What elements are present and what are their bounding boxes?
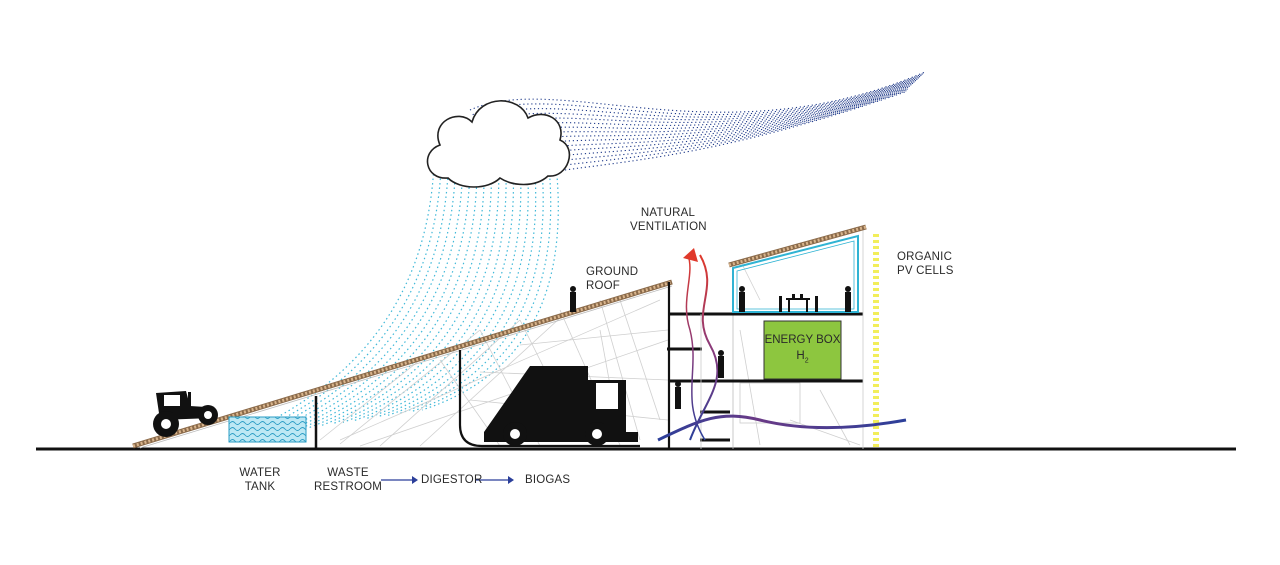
- truck-icon: [484, 366, 638, 446]
- wind-streak: [475, 74, 923, 120]
- rain-streak: [286, 164, 471, 432]
- rain-streak: [320, 164, 493, 427]
- rain-streak: [308, 164, 485, 429]
- ventilation-flow: [657, 248, 907, 442]
- truss-member: [519, 329, 669, 346]
- wind-streak: [493, 83, 914, 153]
- process-arrows: [381, 476, 514, 484]
- water-tank-label: WATER TANK: [239, 467, 281, 493]
- waste-restroom-label: WASTE RESTROOM: [314, 467, 383, 493]
- rain-streak: [297, 164, 478, 430]
- rain-streak: [229, 164, 435, 441]
- water-tank: [228, 396, 318, 449]
- person-pavilion-left: [739, 286, 745, 312]
- wind-streak: [501, 87, 910, 167]
- digestor-label: DIGESTOR: [421, 474, 483, 486]
- wind-streak: [504, 88, 908, 172]
- glass-pavilion: [732, 234, 859, 313]
- truss-member: [379, 319, 521, 447]
- truss-member: [339, 299, 661, 441]
- energy-box: [763, 320, 842, 380]
- person-lower-floor: [675, 381, 681, 409]
- person-pavilion-right: [845, 286, 851, 312]
- truss-member: [739, 259, 761, 301]
- truss-member: [819, 389, 851, 446]
- rain-streak: [274, 164, 464, 434]
- dining-table-icon: [779, 294, 818, 312]
- rain-streak: [252, 164, 449, 438]
- person-middle-floor: [718, 350, 724, 378]
- rain-streak: [342, 164, 507, 423]
- tractor-icon: [153, 391, 218, 437]
- people-figures: [570, 286, 851, 409]
- energy-box-label: ENERGY BOX H2: [764, 334, 841, 365]
- ground-roof-label: GROUND ROOF: [586, 266, 639, 292]
- natural-ventilation-label: NATURAL VENTILATION: [630, 207, 707, 233]
- truss-member: [619, 299, 661, 421]
- person-on-roof: [570, 286, 576, 312]
- arrow-to-biogas-icon: [476, 476, 514, 484]
- rain-streak: [331, 164, 500, 425]
- wind-streak: [509, 91, 906, 181]
- cloud-icon: [426, 100, 571, 188]
- rain-streak: [263, 164, 457, 436]
- truss-member: [419, 317, 561, 447]
- arrow-to-digestor-icon: [381, 476, 418, 484]
- wind-streak: [472, 72, 924, 116]
- organic-pv-cells-label: ORGANIC PV CELLS: [897, 251, 954, 277]
- rain-streak: [354, 164, 515, 422]
- garage-wall: [458, 350, 640, 448]
- truss-member: [789, 419, 861, 446]
- biogas-label: BIOGAS: [525, 474, 571, 486]
- rain-streak: [241, 164, 442, 439]
- truss-member: [319, 359, 421, 441]
- pavilion-roof: [728, 224, 867, 268]
- truss-member: [739, 329, 761, 446]
- rain-streak: [365, 164, 522, 420]
- wind-streak: [485, 79, 918, 139]
